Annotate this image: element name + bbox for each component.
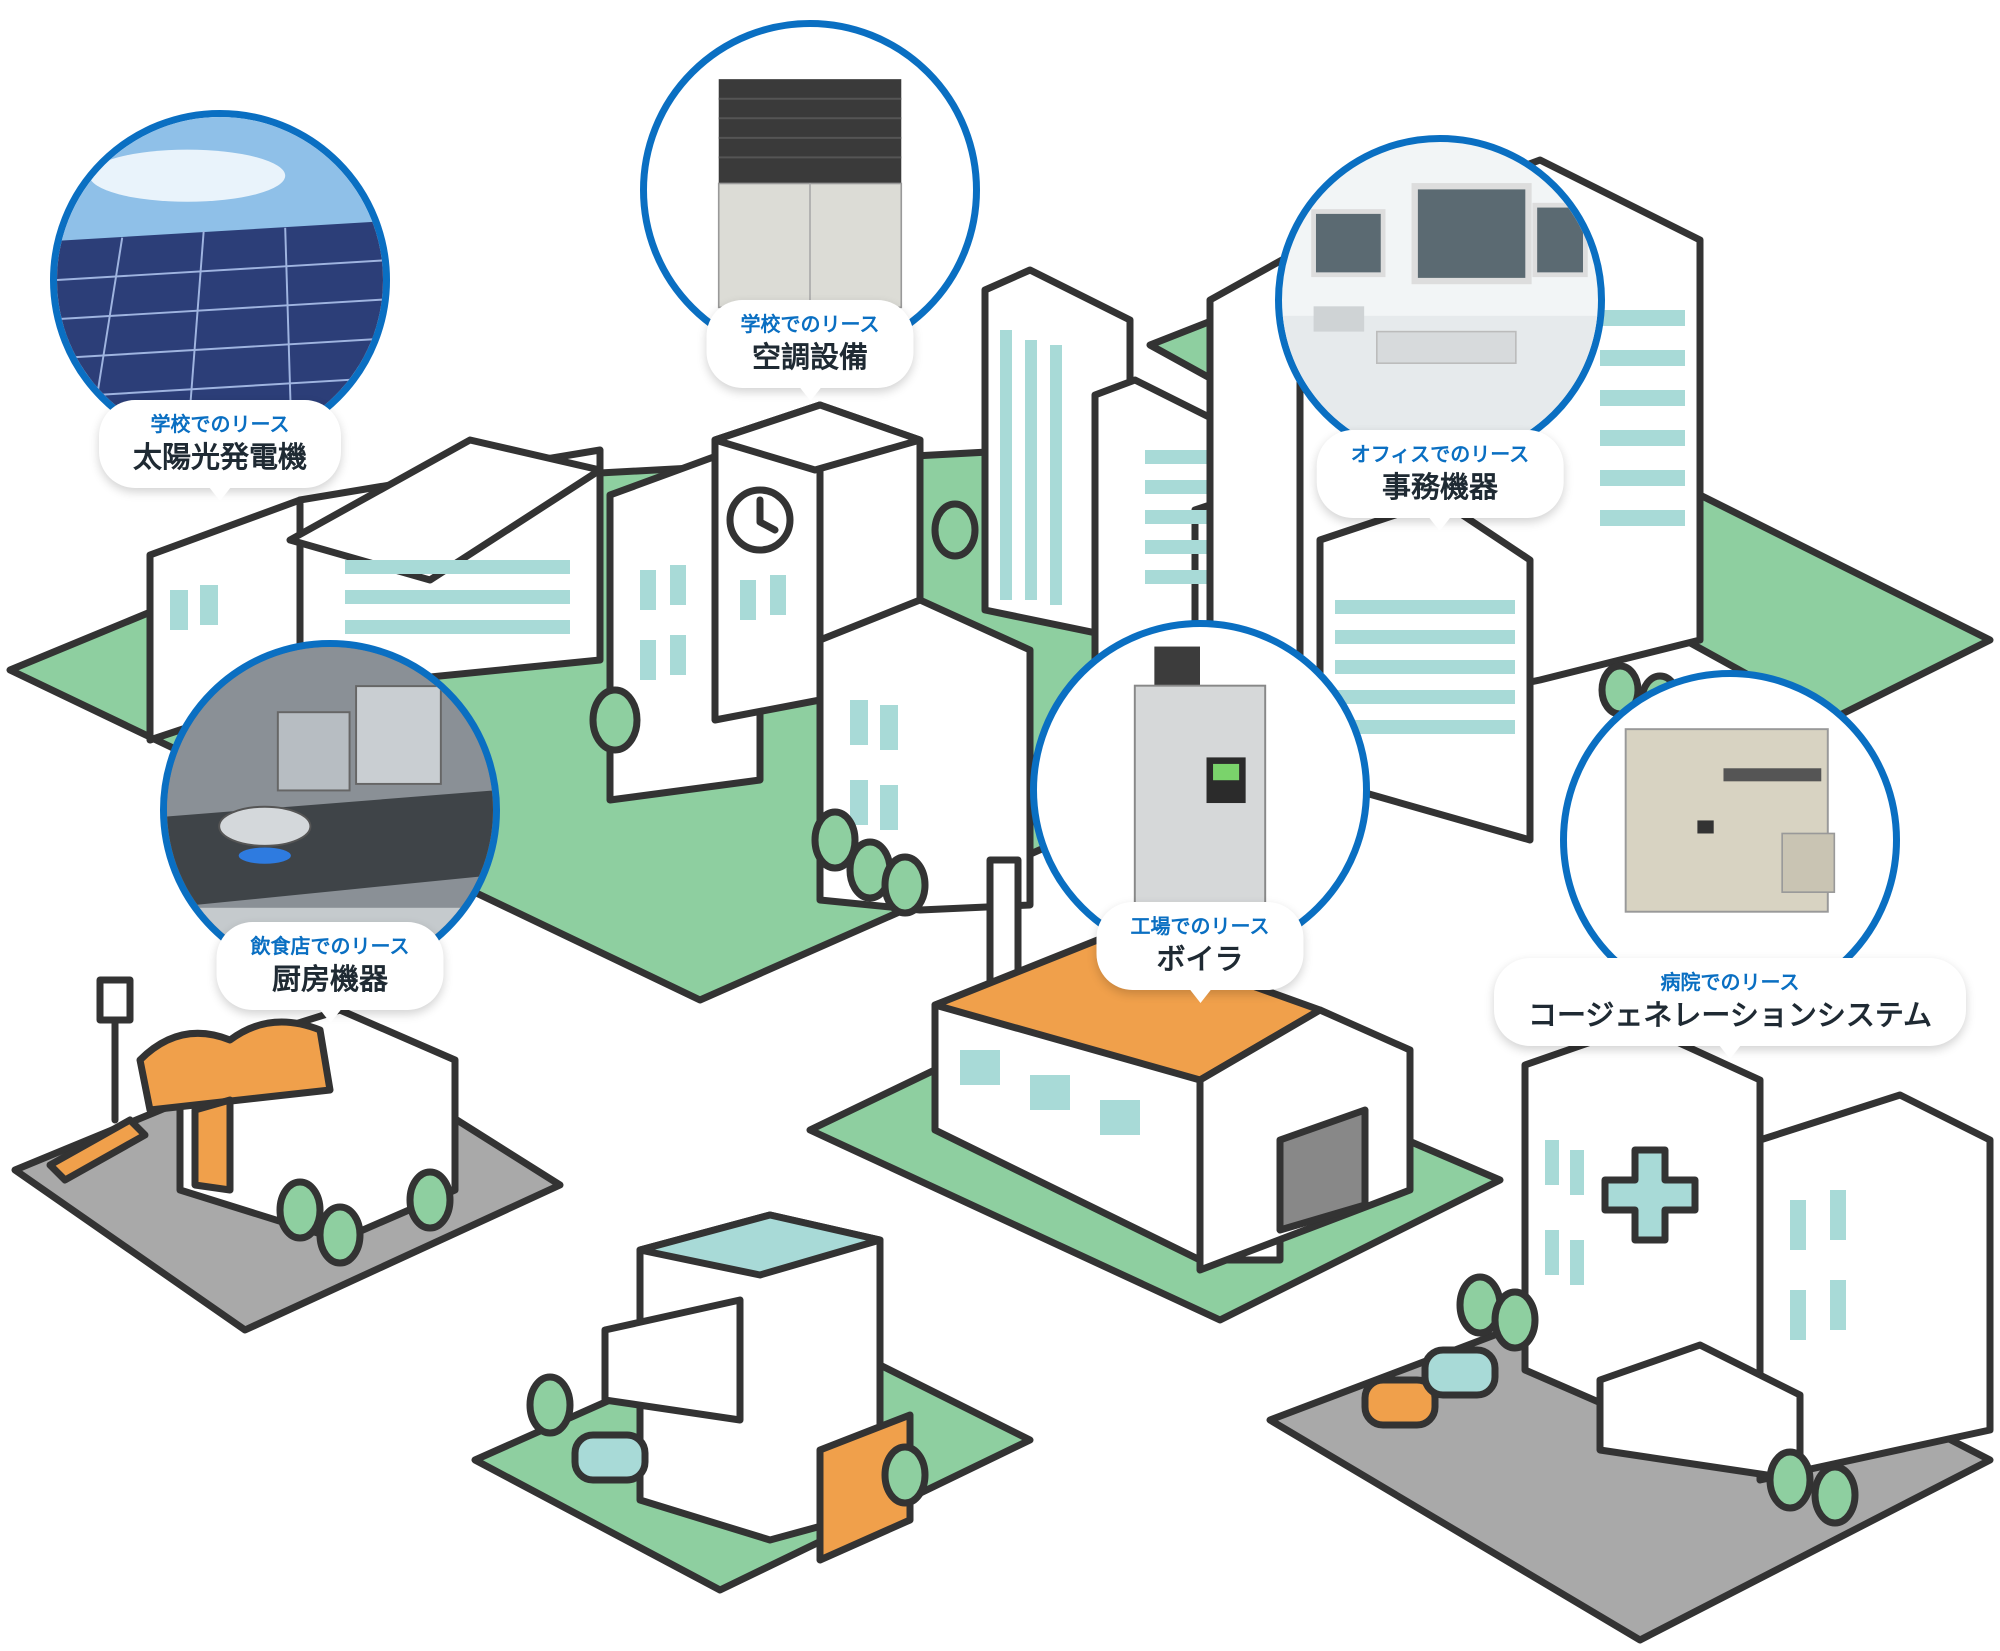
callout-aircon-label: 学校でのリース 空調設備: [706, 300, 914, 401]
tree: [1811, 1463, 1859, 1527]
callout-title: ボイラ: [1156, 942, 1244, 976]
tree: [589, 686, 641, 754]
house-balcony: [601, 1296, 744, 1424]
callout-kitchen[interactable]: 飲食店でのリース 厨房機器: [160, 640, 500, 1040]
clock-tower-top: [711, 401, 924, 474]
callout-kitchen-label: 飲食店でのリース 厨房機器: [216, 922, 444, 1023]
callout-sub: 工場でのリース: [1130, 914, 1270, 938]
callout-sub: 病院でのリース: [1660, 970, 1800, 994]
car-blue: [1421, 1346, 1499, 1399]
cogeneration-unit-photo-icon: [1560, 670, 1900, 1010]
callout-title: 空調設備: [751, 340, 868, 374]
hospital-cross-icon: [1601, 1146, 1699, 1244]
callout-title: 厨房機器: [271, 962, 388, 996]
tree: [526, 1373, 574, 1437]
car-orange: [1361, 1376, 1439, 1429]
restaurant-awning: [136, 1018, 334, 1114]
house-fence: [816, 1411, 914, 1564]
callout-cogen-label: 病院でのリース コージェネレーションシステム: [1494, 958, 1966, 1059]
hospital-entrance: [1596, 1341, 1804, 1484]
callout-sub: オフィスでのリース: [1350, 442, 1530, 466]
tree: [1766, 1448, 1814, 1512]
factory-shutter: [1276, 1106, 1369, 1234]
car-teal: [571, 1431, 649, 1484]
clock-school-annex: [816, 596, 1034, 914]
house-roof: [636, 1211, 884, 1279]
callout-solar-label: 学校でのリース 太陽光発電機: [98, 400, 342, 501]
tree: [316, 1203, 364, 1267]
callout-solar[interactable]: 学校でのリース 太陽光発電機: [50, 110, 390, 510]
callout-title: コージェネレーションシステム: [1528, 998, 1932, 1032]
callout-sub: 学校でのリース: [150, 412, 290, 436]
tree: [406, 1168, 454, 1232]
callout-boiler-label: 工場でのリース ボイラ: [1096, 902, 1304, 1003]
callout-sub: 学校でのリース: [740, 312, 880, 336]
callout-cogen[interactable]: 病院でのリース コージェネレーションシステム: [1494, 670, 1966, 1070]
callout-office-label: オフィスでのリース 事務機器: [1316, 430, 1564, 531]
bench: [46, 1116, 149, 1184]
tree: [276, 1178, 324, 1242]
tree: [1491, 1288, 1539, 1352]
callout-aircon[interactable]: 学校でのリース 空調設備: [640, 20, 980, 420]
tree: [811, 808, 859, 872]
tree: [881, 1443, 929, 1507]
tree: [931, 500, 979, 560]
callout-office[interactable]: オフィスでのリース 事務機器: [1275, 135, 1605, 535]
callout-title: 太陽光発電機: [132, 440, 308, 474]
street-lamp: [96, 976, 134, 1024]
solar-panel-photo-icon: [50, 110, 390, 450]
callout-title: 事務機器: [1381, 470, 1499, 504]
tree: [881, 853, 929, 917]
callout-sub: 飲食店でのリース: [250, 934, 410, 958]
office-equipment-photo-icon: [1275, 135, 1605, 465]
restaurant-door: [191, 1096, 234, 1194]
callout-boiler[interactable]: 工場でのリース ボイラ: [1030, 620, 1370, 1020]
